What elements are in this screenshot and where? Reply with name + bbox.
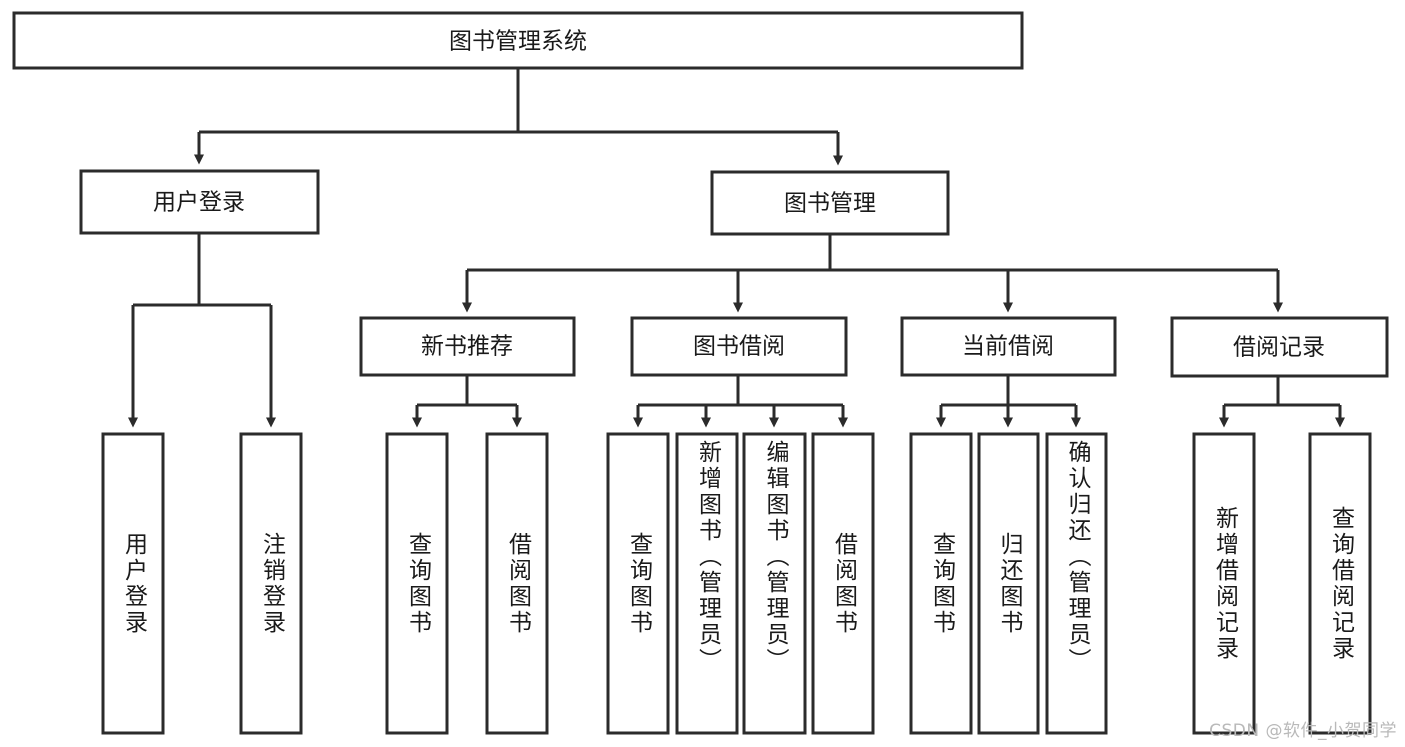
node-borrow-record-label: 借阅记录: [1233, 335, 1325, 361]
connector-layer: [128, 68, 1345, 428]
leaf-box-current-borrow-2[interactable]: [977, 432, 1040, 735]
node-book-borrow[interactable]: 图书借阅: [630, 316, 848, 377]
leaf-box-borrow-record-1[interactable]: [1192, 432, 1256, 735]
node-user-login[interactable]: 用户登录: [79, 169, 320, 235]
node-book-management-label: 图书管理: [784, 191, 876, 217]
leaf-box-new-book-1[interactable]: [385, 432, 449, 735]
node-borrow-record[interactable]: 借阅记录: [1170, 316, 1389, 378]
leaf-box-book-borrow-3[interactable]: [742, 432, 807, 735]
node-book-borrow-label: 图书借阅: [693, 334, 785, 360]
leaf-box-current-borrow-1[interactable]: [909, 432, 973, 735]
node-root[interactable]: 图书管理系统: [12, 11, 1024, 70]
node-new-book-recommend-label: 新书推荐: [421, 334, 513, 360]
node-book-borrow-box[interactable]: [630, 316, 848, 377]
leaf-box-user-login-2[interactable]: [239, 432, 303, 735]
leaf-box-book-borrow-1[interactable]: [606, 432, 670, 735]
node-root-label: 图书管理系统: [449, 29, 587, 55]
node-borrow-record-box[interactable]: [1170, 316, 1389, 378]
leaf-box-user-login-1[interactable]: [101, 432, 165, 735]
node-user-login-label: 用户登录: [153, 190, 245, 216]
leaf-box-book-borrow-4[interactable]: [811, 432, 875, 735]
leaf-box-layer: [101, 432, 1372, 735]
leaf-box-book-borrow-2[interactable]: [675, 432, 739, 735]
node-current-borrow[interactable]: 当前借阅: [900, 316, 1117, 377]
node-user-login-box[interactable]: [79, 169, 320, 235]
node-current-borrow-box[interactable]: [900, 316, 1117, 377]
leaf-box-borrow-record-2[interactable]: [1308, 432, 1372, 735]
node-current-borrow-label: 当前借阅: [962, 334, 1054, 360]
leaf-box-new-book-2[interactable]: [485, 432, 549, 735]
leaf-box-current-borrow-3[interactable]: [1045, 432, 1108, 735]
node-new-book-recommend[interactable]: 新书推荐: [359, 316, 576, 377]
node-root-box[interactable]: [12, 11, 1024, 70]
node-book-management[interactable]: 图书管理: [710, 170, 950, 236]
node-book-management-box[interactable]: [710, 170, 950, 236]
node-new-book-recommend-box[interactable]: [359, 316, 576, 377]
